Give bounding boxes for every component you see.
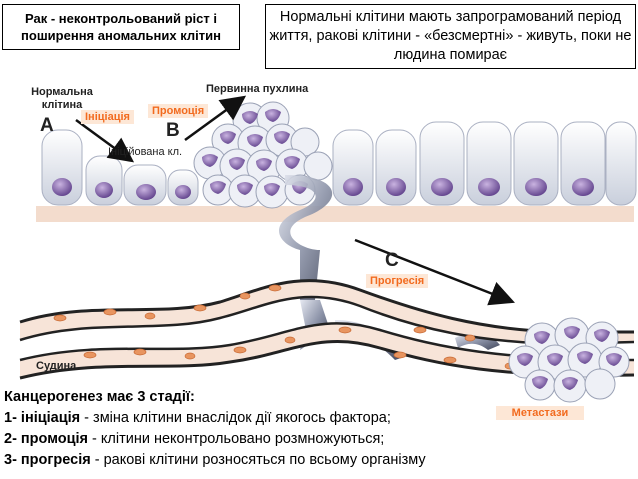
stage-desc: - ракові клітини розносяться по всьому о… xyxy=(90,452,426,468)
stages-description: Канцерогенез має 3 стадії: 1- ініціація … xyxy=(4,387,634,471)
letter-a: A xyxy=(40,115,54,136)
initiation-arrow xyxy=(75,118,135,163)
normal-cell xyxy=(41,129,83,206)
promotion-tag: Промоція xyxy=(148,104,209,118)
info-text: Нормальні клітини мають запрограмований … xyxy=(269,9,632,63)
progression-arrow xyxy=(354,238,515,306)
normal-cell-label: Нормальна клітина xyxy=(31,86,93,111)
letter-c: C xyxy=(385,250,399,271)
primary-tumor xyxy=(193,101,333,209)
stage-term: промоція xyxy=(20,431,88,447)
initiated-cell-label: Ініційована кл. xyxy=(108,146,183,158)
initiated-cell xyxy=(85,155,123,206)
stage-line-1: 1- ініціація - зміна клітини внаслідок д… xyxy=(4,408,634,429)
title-text: Рак - неконтрольований ріст і поширення … xyxy=(21,11,221,43)
primary-tumor-label: Первинна пухлина xyxy=(206,83,309,95)
stage-line-3: 3- прогресія - ракові клітини розносятьс… xyxy=(4,450,634,471)
promotion-arrow xyxy=(184,95,247,142)
stage-desc: - зміна клітини внаслідок дії якогось фа… xyxy=(80,410,391,426)
progression-tag: Прогресія xyxy=(366,274,429,288)
stage-num: 1- xyxy=(4,410,21,426)
stage-term: ініціація xyxy=(20,410,81,426)
metastasis-tag: Метастази xyxy=(496,406,584,420)
stage-num: 3- xyxy=(4,452,21,468)
basement-membrane xyxy=(36,206,634,222)
stages-heading: Канцерогенез має 3 стадії: xyxy=(4,389,195,405)
stage-term: прогресія xyxy=(20,452,91,468)
vessel-label: Судина xyxy=(36,360,77,372)
info-box: Нормальні клітини мають запрограмований … xyxy=(265,4,636,69)
title-box: Рак - неконтрольований ріст і поширення … xyxy=(2,4,240,50)
stage-num: 2- xyxy=(4,431,21,447)
blood-vessel xyxy=(19,279,635,380)
initiation-tag: Ініціація xyxy=(81,110,134,124)
letter-b: B xyxy=(166,120,180,141)
stage-desc: - клітини неконтрольовано розмножуються; xyxy=(88,431,385,447)
epithelial-layer xyxy=(41,121,637,206)
metastasis-cluster xyxy=(508,317,630,403)
stage-line-2: 2- промоція - клітини неконтрольовано ро… xyxy=(4,429,634,450)
